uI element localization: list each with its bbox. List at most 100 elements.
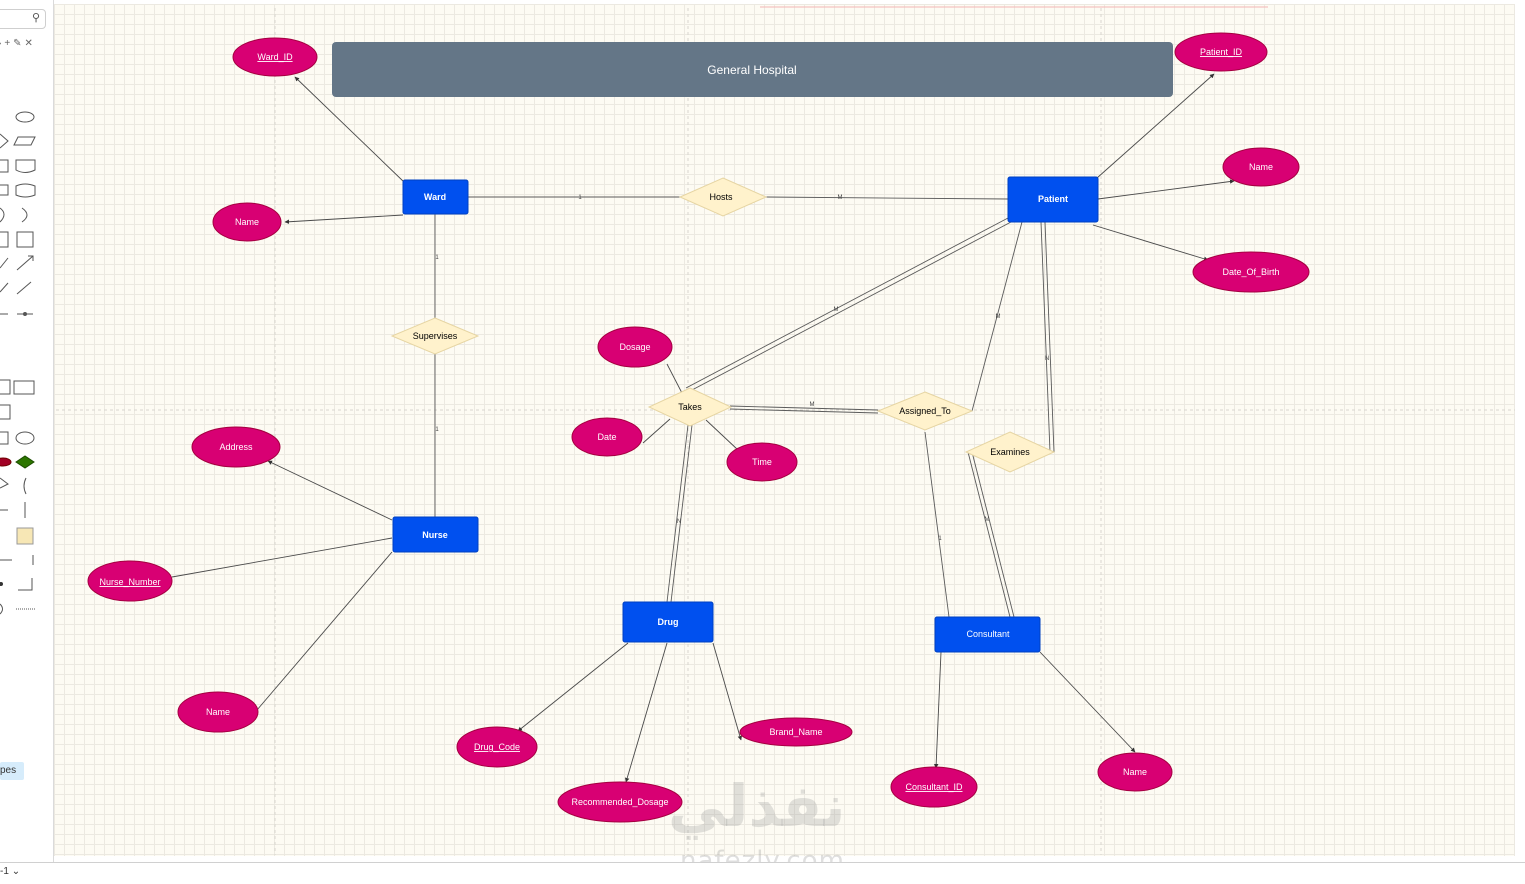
- page-selector[interactable]: -1 ⌄: [0, 866, 21, 877]
- svg-text:Name: Name: [235, 217, 259, 227]
- card-supervises-ward: 1: [435, 255, 439, 261]
- svg-text:Name: Name: [1123, 767, 1147, 777]
- card-supervises-nurse: 1: [435, 427, 439, 433]
- svg-text:Drug: Drug: [658, 617, 679, 627]
- connector-patient-dob: [1092, 224, 1209, 261]
- svg-text:Brand_Name: Brand_Name: [769, 727, 822, 737]
- svg-text:Assigned_To: Assigned_To: [899, 406, 951, 416]
- svg-text:Nurse_Number: Nurse_Number: [99, 577, 160, 587]
- connector-takes-time: [705, 419, 739, 451]
- svg-text:Examines: Examines: [990, 447, 1030, 457]
- connector-takes-drug: [666, 424, 693, 603]
- svg-text:Date: Date: [597, 432, 616, 442]
- attribute-patient-name[interactable]: Name: [1222, 147, 1300, 187]
- svg-text:Patient_ID: Patient_ID: [1200, 47, 1243, 57]
- connector-drug-brand: [712, 642, 743, 741]
- connector-drug-recdosage: [624, 642, 668, 783]
- attribute-date[interactable]: Date: [571, 417, 643, 457]
- svg-text:Ward_ID: Ward_ID: [257, 52, 293, 62]
- card-examines-patient: N: [1045, 356, 1049, 362]
- attribute-drug-code[interactable]: Drug_Code: [456, 726, 538, 768]
- relationship-hosts[interactable]: Hosts: [678, 177, 768, 217]
- connector-ward-wardid: [294, 76, 405, 183]
- diagram-title: General Hospital: [707, 63, 796, 77]
- connector-examines-consultant: [967, 451, 1015, 618]
- svg-text:Consultant_ID: Consultant_ID: [905, 782, 963, 792]
- attribute-ward-id[interactable]: Ward_ID: [232, 37, 318, 77]
- attribute-dosage[interactable]: Dosage: [597, 326, 673, 368]
- entity-nurse[interactable]: Nurse: [392, 516, 479, 553]
- connector-ward-name: [284, 214, 404, 225]
- entity-ward[interactable]: Ward: [402, 179, 469, 215]
- connector-patient-patientid: [1096, 73, 1215, 179]
- attribute-recommended-dosage[interactable]: Recommended_Dosage: [557, 781, 683, 823]
- card-assigned-consultant: 1: [938, 536, 942, 542]
- connector-hosts-patient: [765, 196, 1009, 200]
- relationship-supervises[interactable]: Supervises: [390, 317, 480, 355]
- er-diagram: 1 M 1 1 M N M M 1 N M General Hospital H…: [56, 6, 1515, 855]
- attribute-date-of-birth[interactable]: Date_Of_Birth: [1192, 251, 1310, 293]
- card-hosts-ward: 1: [578, 195, 582, 201]
- connector-nurse-name: [256, 551, 393, 711]
- attribute-time[interactable]: Time: [726, 442, 798, 482]
- attribute-ward-name[interactable]: Name: [212, 202, 282, 242]
- card-hosts-patient: M: [838, 195, 843, 201]
- svg-text:Name: Name: [1249, 162, 1273, 172]
- svg-text:Consultant: Consultant: [966, 629, 1010, 639]
- card-assigned-patient: M: [996, 314, 1001, 320]
- connector-drug-code: [517, 642, 629, 732]
- sidebar-toolbar: ›+✎✕: [0, 38, 36, 49]
- connector-takes-date: [642, 418, 671, 444]
- connector-assigned-patient: [971, 221, 1023, 412]
- svg-text:Drug_Code: Drug_Code: [474, 742, 520, 752]
- card-takes-patient: M: [834, 307, 839, 313]
- diagram-canvas[interactable]: [54, 4, 1515, 856]
- attribute-address[interactable]: Address: [191, 426, 281, 468]
- attribute-consultant-id[interactable]: Consultant_ID: [890, 766, 978, 808]
- svg-text:Ward: Ward: [424, 192, 446, 202]
- svg-text:Name: Name: [206, 707, 230, 717]
- watermark-logo-arabic: نفذلي: [668, 772, 846, 840]
- svg-text:Address: Address: [219, 442, 253, 452]
- svg-text:Nurse: Nurse: [422, 530, 448, 540]
- card-takes-drug: N: [677, 519, 681, 525]
- page-tab-bar: -1 ⌄: [0, 862, 1525, 884]
- entity-patient[interactable]: Patient: [1007, 176, 1099, 223]
- shapes-section-label[interactable]: pes: [0, 762, 24, 780]
- connector-consultant-name: [1039, 651, 1136, 753]
- attribute-patient-id[interactable]: Patient_ID: [1174, 32, 1268, 72]
- svg-text:Supervises: Supervises: [413, 331, 458, 341]
- card-takes-assigned: M: [810, 402, 815, 408]
- connector-nurse-address: [267, 460, 393, 521]
- shape-search-input[interactable]: ⚲: [0, 9, 46, 29]
- connector-nurse-number: [171, 537, 393, 578]
- svg-text:Dosage: Dosage: [619, 342, 650, 352]
- search-icon: ⚲: [31, 12, 40, 24]
- relationship-takes[interactable]: Takes: [647, 387, 733, 427]
- card-examines-consultant: M: [985, 517, 990, 523]
- relationship-examines[interactable]: Examines: [964, 431, 1056, 473]
- connector-consultant-id: [933, 651, 942, 769]
- entity-consultant[interactable]: Consultant: [934, 616, 1041, 653]
- connector-takes-patient: [685, 217, 1012, 391]
- relationship-assigned-to[interactable]: Assigned_To: [876, 391, 974, 431]
- attribute-brand-name[interactable]: Brand_Name: [739, 717, 853, 747]
- attribute-nurse-name[interactable]: Name: [177, 691, 259, 733]
- attribute-consultant-name[interactable]: Name: [1097, 752, 1173, 792]
- chevron-down-icon: ⌄: [11, 866, 21, 877]
- entity-drug[interactable]: Drug: [622, 601, 714, 643]
- svg-text:Hosts: Hosts: [709, 192, 733, 202]
- connector-assigned-consultant: [924, 431, 950, 618]
- svg-text:Takes: Takes: [678, 402, 702, 412]
- svg-text:Date_Of_Birth: Date_Of_Birth: [1222, 267, 1279, 277]
- connector-takes-assigned: [729, 405, 879, 414]
- svg-text:Patient: Patient: [1038, 194, 1068, 204]
- svg-text:Time: Time: [752, 457, 772, 467]
- shape-palette[interactable]: [0, 0, 53, 760]
- connector-patient-name: [1097, 179, 1235, 200]
- connector-examines-patient: [1040, 221, 1055, 453]
- shape-sidebar: ⚲ ›+✎✕ pes: [0, 0, 54, 862]
- attribute-nurse-number[interactable]: Nurse_Number: [87, 560, 173, 602]
- title-banner[interactable]: General Hospital: [332, 42, 1173, 97]
- svg-text:Recommended_Dosage: Recommended_Dosage: [571, 797, 668, 807]
